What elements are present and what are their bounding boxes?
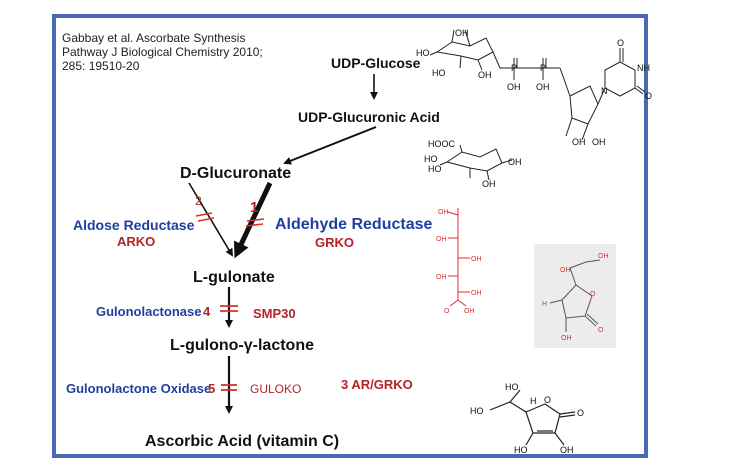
block-mark-2 <box>195 212 215 222</box>
atom-udpg-oh-sugar2: OH <box>592 137 606 147</box>
citation: Gabbay et al. Ascorbate Synthesis Pathwa… <box>62 31 302 73</box>
atom-udpg-o-top: O <box>617 38 624 48</box>
citation-line-1: Gabbay et al. Ascorbate Synthesis <box>62 31 246 45</box>
label-grko: GRKO <box>315 235 354 250</box>
atom-lac-oh-1: OH <box>560 267 571 274</box>
atom-gul-oh-2: OH <box>436 236 447 243</box>
lactone-atom-labels: OH OH H O OH O <box>542 253 609 342</box>
atom-udpg-ho-bottom: HO <box>432 68 446 78</box>
step-numbers: 2 1 4 5 <box>195 194 258 396</box>
label-l-gulono-lactone: L-gulono-γ-lactone <box>170 337 314 354</box>
atom-udpg-n: N <box>601 86 608 96</box>
label-ar-grko: 3 AR/GRKO <box>341 377 413 392</box>
block-mark-5 <box>221 384 237 391</box>
arrow-udpglucuronic-to-glucuronate <box>283 126 377 165</box>
atom-gluc-hooc: HOOC <box>428 139 456 149</box>
label-l-gulonate: L-gulonate <box>193 269 275 286</box>
arrow-glucuronate-to-gulonate-aldehyde <box>234 181 273 259</box>
ascorbic-acid-structure <box>489 389 576 446</box>
compound-labels: UDP-Glucose UDP-Glucuronic Acid D-Glucur… <box>145 55 440 450</box>
udp-glucose-structure <box>429 29 646 141</box>
atom-lac-o-ring: O <box>590 291 596 298</box>
atom-udpg-oh-top: OH <box>455 28 469 38</box>
atom-gul-oh-1: OH <box>438 209 449 216</box>
step-number-5: 5 <box>208 381 215 396</box>
label-arko: ARKO <box>117 234 155 249</box>
atom-asc-h: H <box>530 396 537 406</box>
atom-asc-ho-left: HO <box>470 406 484 416</box>
label-gulonolactone-oxidase: Gulonolactone Oxidase <box>66 381 211 396</box>
atom-gluc-oh-2: OH <box>482 179 496 189</box>
label-udp-glucose: UDP-Glucose <box>331 55 421 71</box>
atom-gluc-ho-2: HO <box>428 164 442 174</box>
gulonate-structure <box>447 208 470 307</box>
label-smp30: SMP30 <box>253 306 296 321</box>
atom-lac-o-carbonyl: O <box>598 327 604 334</box>
atom-gul-oh-5: OH <box>471 290 482 297</box>
label-aldehyde-reductase: Aldehyde Reductase <box>275 216 432 233</box>
atom-asc-ho-bottom: HO <box>514 445 528 455</box>
block-mark-4 <box>220 305 238 312</box>
atom-asc-ho-top: HO <box>505 382 519 392</box>
atom-udpg-p1: P <box>511 63 517 73</box>
citation-line-2: Pathway J Biological Chemistry 2010; <box>62 45 263 59</box>
label-guloko: GULOKO <box>250 382 301 396</box>
step-number-1: 1 <box>250 199 258 216</box>
atom-udpg-o-right: O <box>645 91 652 101</box>
atom-asc-o-ring: O <box>544 395 551 405</box>
step-number-4: 4 <box>203 304 211 319</box>
citation-line-3: 285: 19510-20 <box>62 59 140 73</box>
atom-asc-oh-bottom: OH <box>560 445 574 455</box>
label-ascorbic-acid: Ascorbic Acid (vitamin C) <box>145 433 339 450</box>
atom-asc-o-carbonyl: O <box>577 408 584 418</box>
atom-udpg-ho-left: HO <box>416 48 430 58</box>
slide-frame <box>52 14 648 458</box>
enzyme-labels: Aldose Reductase Aldehyde Reductase Gulo… <box>66 216 432 396</box>
atom-gul-o: O <box>444 308 450 315</box>
ascorbate-atom-labels: HO HO H O O HO OH <box>470 382 584 455</box>
atom-gul-oh-4: OH <box>436 274 447 281</box>
lactone-structure-background <box>534 244 616 348</box>
label-aldose-reductase: Aldose Reductase <box>73 217 195 233</box>
atom-udpg-oh-ring: OH <box>478 70 492 80</box>
atom-udpg-p2: P <box>540 63 546 73</box>
gulonolactone-structure <box>549 259 601 332</box>
atom-lac-h: H <box>542 301 547 308</box>
atom-udpg-nh: NH <box>637 63 650 73</box>
atom-udpg-oh-p2: OH <box>536 82 550 92</box>
atom-lac-oh-2: OH <box>598 253 609 260</box>
atom-gul-oh-3: OH <box>471 256 482 263</box>
knockout-labels: ARKO GRKO SMP30 GULOKO 3 AR/GRKO <box>117 234 413 396</box>
atom-gluc-ho-1: HO <box>424 154 438 164</box>
label-d-glucuronate: D-Glucuronate <box>180 165 291 182</box>
label-gulonolactonase: Gulonolactonase <box>96 304 201 319</box>
atom-lac-oh-3: OH <box>561 335 572 342</box>
atom-gluc-oh-1: OH <box>508 157 522 167</box>
block-mark-1 <box>245 218 265 227</box>
structure-atom-labels: OH HO HO OH P P OH OH O NH N O OH OH HOO… <box>416 28 652 189</box>
glucuronic-acid-structure <box>439 144 513 181</box>
atom-gul-oh-6: OH <box>464 308 475 315</box>
gulonate-atom-labels: OH OH OH OH OH O OH <box>436 209 482 315</box>
label-udp-glucuronic-acid: UDP-Glucuronic Acid <box>298 109 440 125</box>
atom-udpg-oh-p1: OH <box>507 82 521 92</box>
atom-udpg-oh-sugar1: OH <box>572 137 586 147</box>
step-number-2: 2 <box>195 194 202 208</box>
